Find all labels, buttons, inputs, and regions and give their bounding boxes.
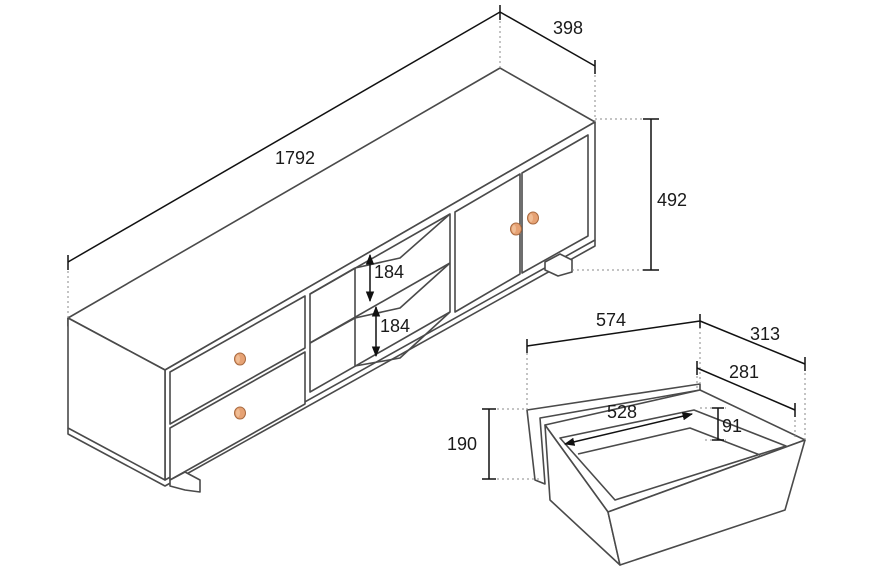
outer-height-label: 190	[447, 434, 477, 454]
knob-drawer-upper	[234, 352, 246, 366]
inner-width-label: 528	[607, 402, 637, 422]
leg-front-right	[544, 253, 573, 277]
knob-door-left	[510, 222, 522, 236]
tv-cabinet	[67, 67, 596, 493]
inner-height-label: 91	[722, 416, 742, 436]
length-label: 1792	[275, 148, 315, 168]
knob-door-right	[527, 211, 539, 225]
drawer-dimensions: 574 313 281 528 91 190	[447, 310, 806, 480]
shelf-upper-label: 184	[374, 262, 404, 282]
depth-dimension-line	[499, 11, 596, 67]
door-right[interactable]	[521, 134, 589, 274]
shelf-back-bottom	[354, 311, 451, 367]
length-dimension-line	[67, 11, 501, 263]
shelf-inner-mid	[309, 317, 356, 344]
shelf-back-mid	[354, 262, 451, 319]
outer-depth-dimension-line	[699, 320, 806, 365]
height-label: 492	[657, 190, 687, 210]
knob-drawer-lower	[234, 406, 246, 420]
outer-width-dimension-line	[526, 320, 701, 347]
drawer-side-face	[607, 439, 806, 566]
shelf-lower-label: 184	[380, 316, 410, 336]
cabinet-side	[67, 317, 166, 481]
inner-depth-label: 281	[729, 362, 759, 382]
drawer-box	[526, 383, 806, 566]
outer-depth-label: 313	[750, 324, 780, 344]
inner-width-dimension-line	[563, 412, 694, 446]
outer-width-label: 574	[596, 310, 626, 330]
cabinet-bottom-edge	[67, 240, 596, 487]
depth-label: 398	[553, 18, 583, 38]
leg-front-left	[169, 471, 201, 493]
shelf-inner-top	[309, 267, 356, 295]
inner-depth-dimension-line	[696, 367, 796, 411]
cabinet-dimensions: 1792 398 492 184 184	[67, 5, 687, 358]
door-left[interactable]	[454, 173, 521, 313]
